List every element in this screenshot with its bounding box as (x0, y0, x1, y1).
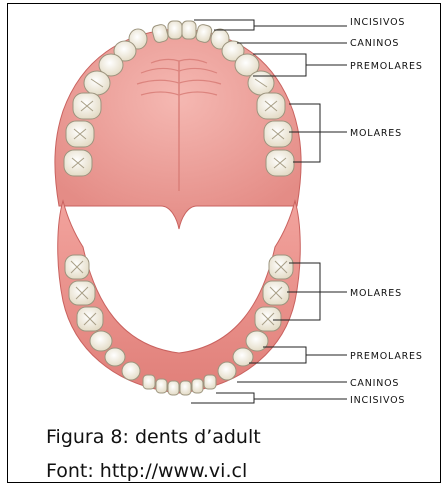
lower-tooth (168, 381, 179, 395)
lower-tooth (122, 362, 140, 380)
lower-tooth (192, 379, 203, 393)
lower-tooth (246, 331, 268, 351)
lower-tooth (156, 379, 167, 393)
label-lower-molares: MOLARES (350, 288, 402, 299)
label-lower-incisivos: INCISIVOS (350, 395, 405, 406)
figure-caption: Figura 8: dents d’adult (46, 426, 261, 448)
label-lower-premolares: PREMOLARES (350, 351, 423, 362)
label-upper-incisivos: INCISIVOS (350, 17, 405, 28)
lower-tooth (105, 348, 125, 366)
label-upper-premolares: PREMOLARES (350, 61, 423, 72)
lower-tooth (143, 375, 155, 389)
figure-frame: INCISIVOS CANINOS PREMOLARES MOLARES MOL… (7, 3, 441, 483)
lower-tooth (180, 381, 191, 395)
label-lower-caninos: CANINOS (350, 378, 399, 389)
lower-arch (58, 201, 301, 395)
label-upper-caninos: CANINOS (350, 38, 399, 49)
label-upper-molares: MOLARES (350, 128, 402, 139)
upper-tooth (182, 21, 196, 39)
lower-tooth (204, 375, 216, 389)
figure-source: Font: http://www.vi.cl (46, 460, 247, 482)
upper-arch (55, 21, 301, 229)
lower-tooth (90, 331, 112, 351)
dental-arches-diagram: INCISIVOS CANINOS PREMOLARES MOLARES MOL… (7, 3, 441, 483)
upper-tooth (168, 21, 182, 39)
lower-tooth (218, 362, 236, 380)
